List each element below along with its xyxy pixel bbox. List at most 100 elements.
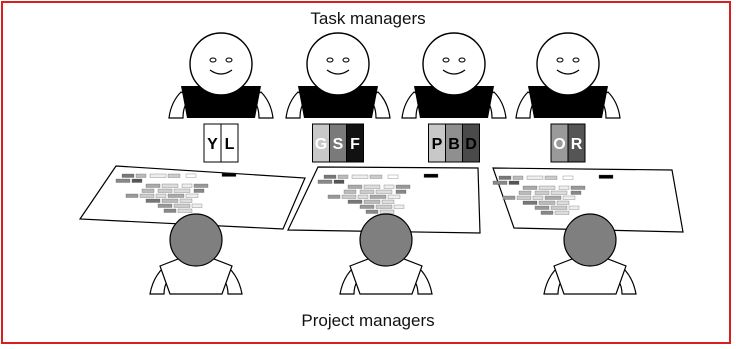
gantt-bar [508, 180, 520, 185]
gantt-bar [167, 193, 185, 198]
gantt-bar [161, 183, 179, 188]
gantt-bar [387, 194, 401, 199]
head [422, 32, 486, 96]
gantt-bar [351, 174, 369, 179]
gantt-bar [193, 183, 209, 188]
gantt-bar [540, 210, 554, 215]
gantt-bar [502, 195, 516, 200]
gantt-bar [341, 194, 357, 199]
gantt-bar [393, 204, 405, 209]
head [359, 213, 413, 267]
gantt-bar [423, 173, 439, 178]
right-eye [225, 57, 233, 63]
gantt-bar [317, 179, 333, 184]
gantt-bar [221, 172, 237, 177]
gantt-bar [369, 174, 383, 179]
gantt-bar [562, 175, 574, 180]
gantt-bar [522, 200, 538, 205]
gantt-bar [375, 204, 393, 209]
initial-letter: B [448, 136, 460, 153]
gantt-bar [383, 184, 395, 189]
gantt-bar [544, 175, 558, 180]
gantt-bar [135, 173, 147, 178]
gantt-bar [333, 179, 345, 184]
initial-box [567, 123, 586, 163]
project-managers-title: Project managers [301, 311, 435, 330]
head [536, 32, 600, 96]
gantt-bar [554, 210, 570, 215]
gantt-bar [395, 184, 411, 189]
gantt-bar [570, 185, 586, 190]
gantt-bar [570, 190, 582, 195]
gantt-bar [347, 199, 363, 204]
gantt-bar [492, 180, 508, 185]
gantt-bar [149, 173, 167, 178]
task-managers-title: Task managers [310, 9, 426, 28]
shirt [298, 86, 378, 118]
gantt-bar [375, 189, 393, 194]
gantt-bar [534, 190, 550, 195]
gantt-bar [369, 194, 387, 199]
gantt-bar [498, 175, 512, 180]
gantt-bar [173, 203, 191, 208]
initial-letter: D [465, 136, 477, 153]
initial-box [346, 123, 364, 163]
shirt [414, 86, 494, 118]
gantt-bar [347, 184, 363, 189]
initial-letter: F [350, 136, 360, 153]
smile [556, 69, 580, 75]
head [189, 32, 253, 96]
gantt-bar [518, 190, 532, 195]
gantt-bar [363, 184, 381, 189]
initial-letter: G [315, 136, 327, 153]
gantt-bar [157, 188, 173, 193]
project-manager-1 [78, 165, 306, 295]
gantt-bar [161, 198, 179, 203]
gantt-bar [516, 195, 532, 200]
head [306, 32, 370, 96]
gantt-bar [568, 205, 580, 210]
gantt-bar [185, 173, 197, 178]
smile [442, 69, 466, 75]
gantt-bar [522, 185, 538, 190]
gantt-bar [131, 178, 143, 183]
initial-letter: Y [207, 136, 218, 153]
project-managers-group [78, 165, 684, 295]
gantt-bar [357, 194, 369, 199]
gantt-bar [550, 190, 568, 195]
right-eye [572, 57, 580, 63]
gantt-bar [163, 208, 177, 213]
gantt-bar [395, 189, 407, 194]
gantt-bar [534, 205, 550, 210]
initial-box [220, 123, 239, 163]
gantt-bar [121, 173, 135, 178]
gantt-bar [157, 203, 173, 208]
gantt-bar [365, 209, 379, 214]
initial-letter: S [333, 136, 344, 153]
gantt-bar [191, 203, 203, 208]
gantt-bar [363, 199, 381, 204]
gantt-bar [359, 204, 375, 209]
left-eye [326, 57, 334, 63]
initial-letter: O [553, 136, 565, 153]
right-eye [458, 57, 466, 63]
head [563, 213, 617, 267]
gantt-bar [141, 188, 155, 193]
gantt-bar [512, 175, 524, 180]
gantt-bar [562, 195, 576, 200]
gantt-bar [139, 193, 155, 198]
gantt-bar [177, 208, 193, 213]
gantt-bar [359, 189, 375, 194]
shirt [181, 86, 261, 118]
gantt-bar [125, 193, 139, 198]
gantt-bar [544, 195, 562, 200]
left-eye [209, 57, 217, 63]
right-eye [342, 57, 350, 63]
initial-letter: L [225, 136, 235, 153]
head [169, 213, 223, 267]
